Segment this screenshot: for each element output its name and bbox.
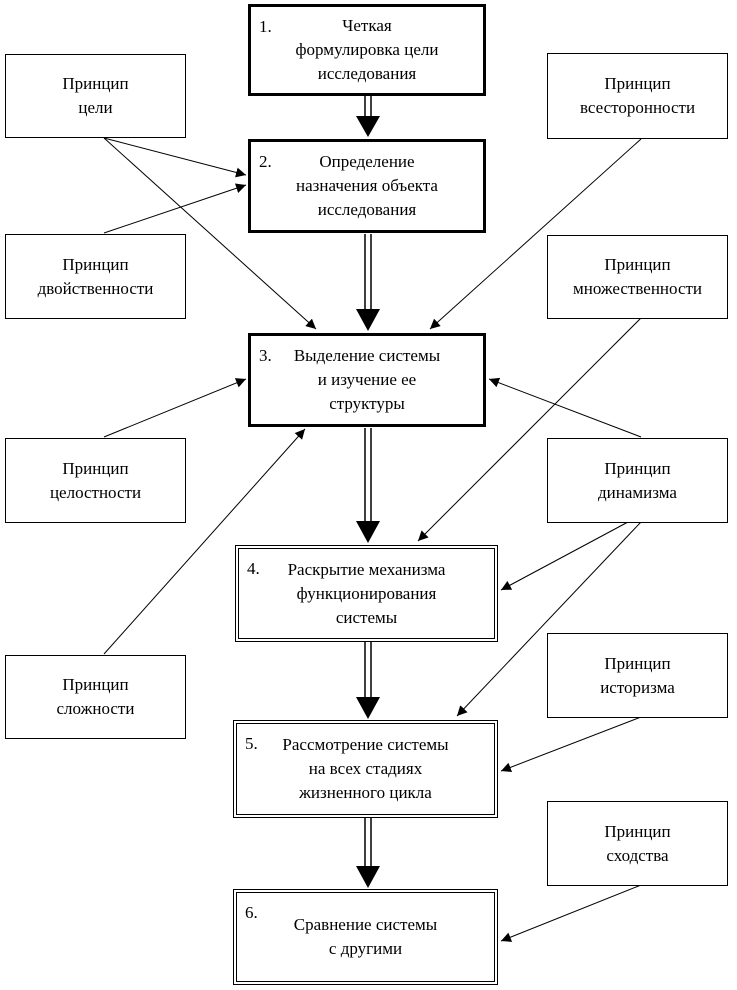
step-text-line: на всех стадиях <box>308 759 423 778</box>
link-similarity-to-step6 <box>500 884 642 942</box>
link-dynamism-to-step4 <box>500 521 629 591</box>
step-text-line: назначения объекта <box>296 176 438 195</box>
flow-arrow-2-3 <box>356 234 380 331</box>
step-4-box: 4. Раскрытие механизма функционирования … <box>235 545 498 642</box>
step-text-line: функционирования <box>296 583 437 603</box>
principle-label: цели <box>78 98 113 117</box>
principle-label: сходства <box>606 845 669 865</box>
step-text-line: и изучение ее <box>317 370 417 389</box>
flow-arrow-3-4 <box>356 428 380 543</box>
step-text-line: Четкая <box>342 16 392 35</box>
step-text-line: Рассмотрение системы <box>282 735 449 754</box>
principle-title: Принцип <box>62 74 129 93</box>
link-dynamism-to-step5 <box>456 521 642 717</box>
principle-label: двойственности <box>37 278 154 298</box>
principle-label: множественности <box>572 279 703 298</box>
principle-integrity: Принцип целостности <box>5 438 186 523</box>
step-3-box: 3. Выделение системы и изучение ее струк… <box>248 333 486 427</box>
principle-label: всесторонности <box>579 98 696 117</box>
principle-comprehensiveness: Принцип всесторонности <box>547 53 728 139</box>
principle-dynamism: Принцип динамизма <box>547 438 728 523</box>
link-dynamism-to-step3 <box>488 377 642 438</box>
step-2-box: 2. Определение назначения объекта исслед… <box>248 139 486 233</box>
principle-label: сложности <box>56 699 135 718</box>
step-text-line: Определение <box>319 152 415 171</box>
link-comprehensiveness-to-step3 <box>429 138 642 330</box>
step-text-line: формулировка цели <box>295 40 439 59</box>
principle-label: историзма <box>600 677 675 697</box>
flow-arrows <box>356 96 380 888</box>
link-complexity-to-step3 <box>103 428 306 655</box>
principle-label: целостности <box>49 482 142 502</box>
link-goal-to-step3 <box>103 137 317 330</box>
step-text-line: исследования <box>317 200 417 219</box>
principle-label: динамизма <box>598 482 677 502</box>
principle-complexity: Принцип сложности <box>5 655 186 739</box>
step-number: 4. <box>247 559 260 578</box>
flow-arrow-4-5 <box>356 642 380 719</box>
step-text-line: структуры <box>329 394 405 413</box>
principle-multiplicity: Принцип множественности <box>547 235 728 319</box>
principle-title: Принцип <box>62 254 129 274</box>
principle-title: Принцип <box>62 675 129 694</box>
flow-arrow-5-6 <box>356 818 380 888</box>
principle-title: Принцип <box>604 458 671 478</box>
step-text-line: Раскрытие механизма <box>287 559 446 579</box>
step-number: 5. <box>245 734 258 753</box>
principle-similarity: Принцип сходства <box>547 801 728 886</box>
link-historicism-to-step5 <box>500 716 642 773</box>
step-5-box: 5. Рассмотрение системы на всех стадиях … <box>233 720 498 818</box>
principle-goal: Принцип цели <box>5 54 186 138</box>
step-1-box: 1. Четкая формулировка цели исследования <box>248 4 486 96</box>
principle-title: Принцип <box>604 74 671 93</box>
step-number: 3. <box>259 346 272 365</box>
step-text-line: жизненного цикла <box>299 783 432 802</box>
principle-title: Принцип <box>604 255 671 274</box>
step-6-box: 6. Сравнение системы с другими <box>233 889 498 985</box>
principle-title: Принцип <box>604 821 671 841</box>
principle-title: Принцип <box>604 653 671 673</box>
link-duality-to-step2 <box>103 183 247 234</box>
link-integrity-to-step3 <box>103 378 247 438</box>
step-number: 2. <box>259 152 272 171</box>
step-text-line: Сравнение системы <box>293 915 438 934</box>
step-number: 1. <box>259 17 272 36</box>
step-text-line: с другими <box>328 939 403 958</box>
principle-historicism: Принцип историзма <box>547 633 728 718</box>
principle-title: Принцип <box>62 458 129 478</box>
step-number: 6. <box>245 903 258 922</box>
step-text-line: исследования <box>317 64 417 83</box>
principle-duality: Принцип двойственности <box>5 234 186 319</box>
step-text-line: системы <box>335 607 398 627</box>
step-text-line: Выделение системы <box>293 346 441 365</box>
link-goal-to-step2 <box>103 137 247 178</box>
link-multiplicity-to-step4 <box>417 317 642 542</box>
flow-arrow-1-2 <box>356 96 380 137</box>
